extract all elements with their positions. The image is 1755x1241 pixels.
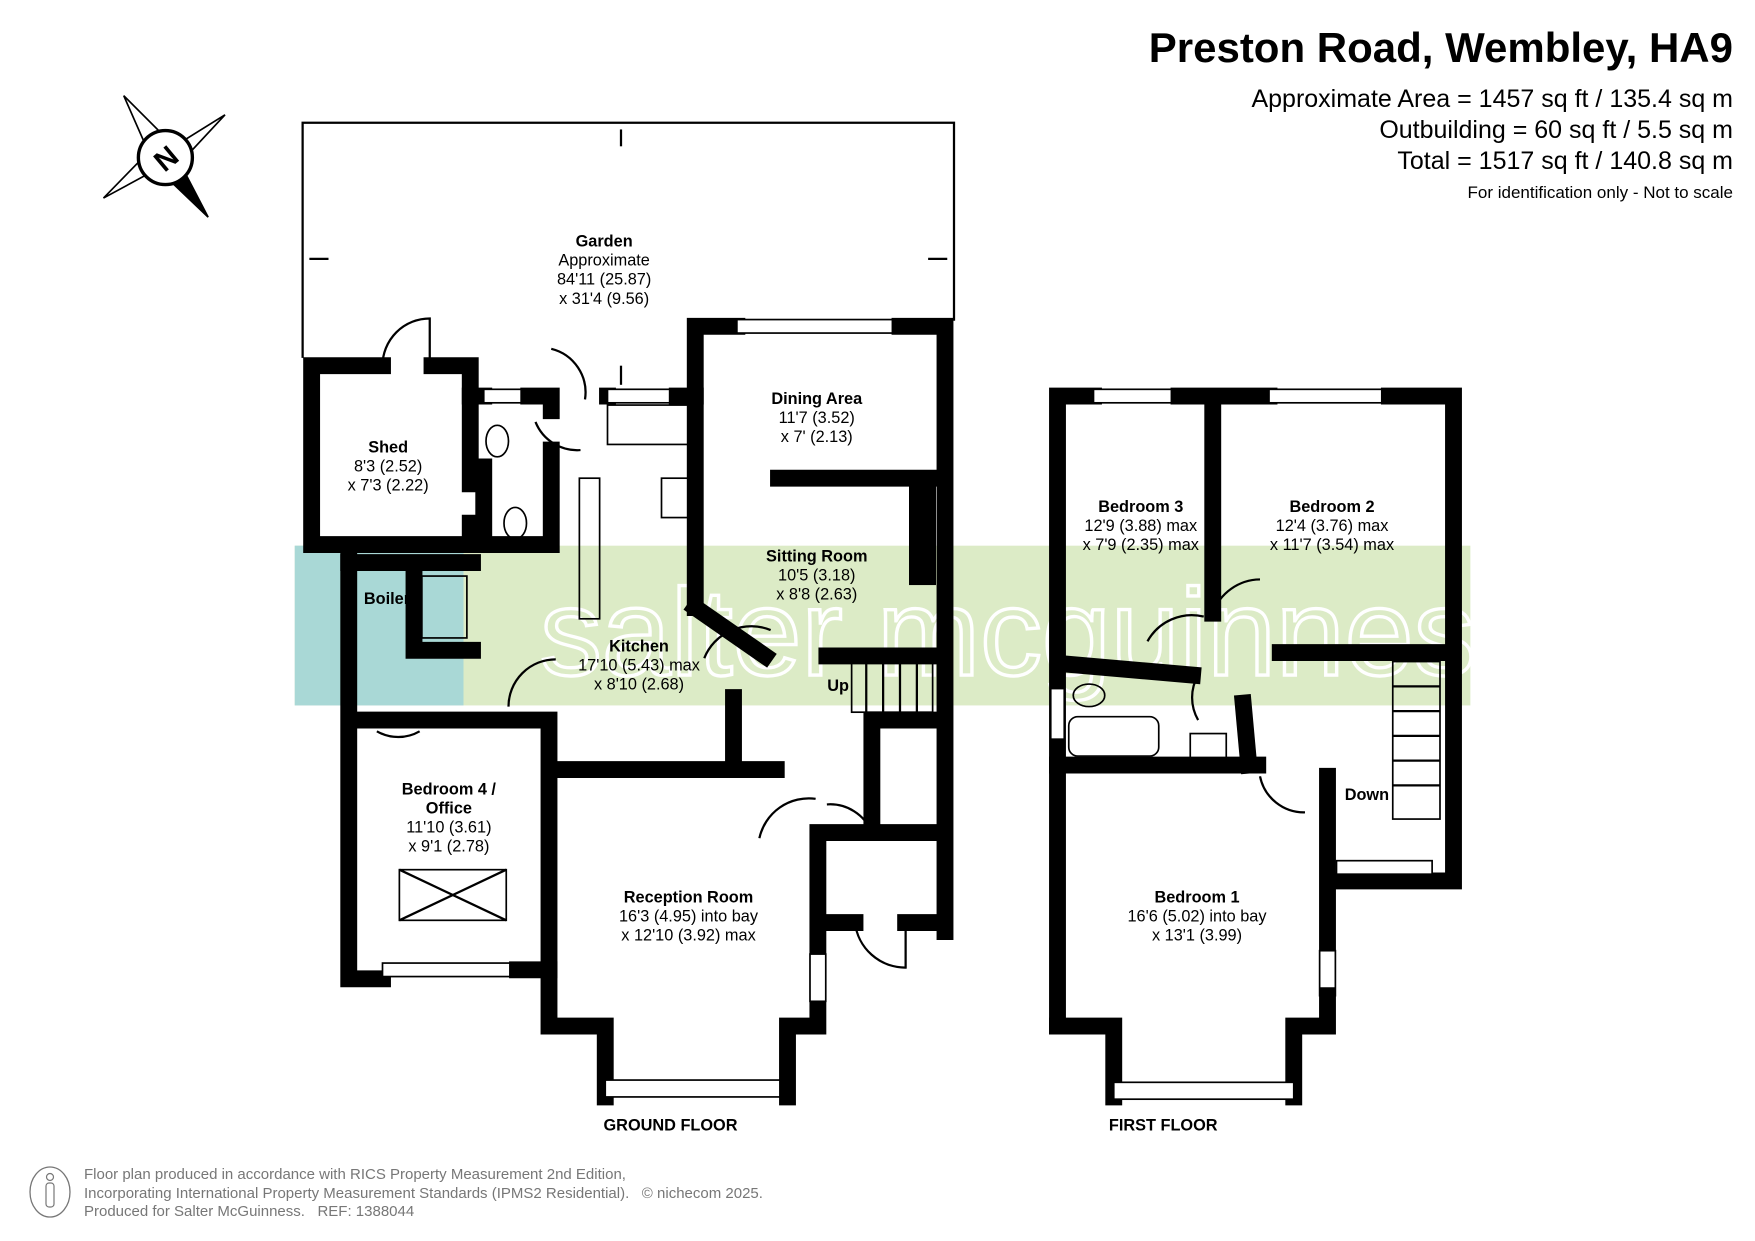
svg-text:x 8'8 (2.63): x 8'8 (2.63) [776,586,857,604]
copyright: © nichecom 2025. [641,1184,763,1202]
person-icon [29,1166,71,1218]
stairs-down-label: Down [1345,786,1389,804]
first-floor-label: FIRST FLOOR [1109,1117,1218,1135]
svg-text:16'6 (5.02) into bay: 16'6 (5.02) into bay [1127,907,1267,925]
stairs-up-label: Up [827,677,849,695]
property-title: Preston Road, Wembley, HA9 [1148,24,1733,71]
footer-notice: Floor plan produced in accordance with R… [84,1166,763,1220]
room-garden: Garden [576,232,633,250]
room-dining-area: Dining Area [771,390,863,408]
svg-text:x 7' (2.13): x 7' (2.13) [781,428,853,446]
svg-text:84'11 (25.87): 84'11 (25.87) [557,271,651,289]
svg-text:x 9'1 (2.78): x 9'1 (2.78) [408,838,489,856]
svg-text:x 12'10 (3.92) max: x 12'10 (3.92) max [621,927,755,945]
room-bedroom-1: Bedroom 1 [1154,888,1239,906]
room-labels: Garden Approximate 84'11 (25.87) x 31'4 … [348,232,1394,1134]
room-sitting-room: Sitting Room [766,547,867,565]
svg-text:10'5 (3.18): 10'5 (3.18) [778,567,855,585]
room-boiler: Boiler [364,590,411,608]
total-area: Total = 1517 sq ft / 140.8 sq m [1397,147,1733,175]
svg-text:12'4 (3.76) max: 12'4 (3.76) max [1276,517,1389,535]
svg-text:Office: Office [426,799,472,817]
svg-text:x 7'9 (2.35) max: x 7'9 (2.35) max [1083,536,1199,554]
room-bedroom-3: Bedroom 3 [1098,498,1183,516]
stairs-ground [850,660,934,714]
svg-text:Approximate: Approximate [558,252,650,270]
svg-text:x 8'10 (2.68): x 8'10 (2.68) [594,676,684,694]
room-bedroom-2: Bedroom 2 [1289,498,1374,516]
room-shed: Shed [368,438,408,456]
svg-text:12'9 (3.88) max: 12'9 (3.88) max [1084,517,1197,535]
svg-text:17'10 (5.43) max: 17'10 (5.43) max [578,657,700,675]
svg-text:11'7 (3.52): 11'7 (3.52) [779,409,855,427]
first-floor-plan [1049,387,1462,1106]
reference: REF: 1388044 [317,1203,415,1220]
outbuilding-area: Outbuilding = 60 sq ft / 5.5 sq m [1379,116,1733,144]
scale-note: For identification only - Not to scale [1467,183,1733,202]
ground-floor-plan [301,121,956,1106]
room-reception: Reception Room [624,888,753,906]
room-bedroom-4: Bedroom 4 / [402,780,497,798]
svg-text:x 7'3 (2.22): x 7'3 (2.22) [348,477,429,495]
ground-floor-label: GROUND FLOOR [604,1117,738,1135]
compass-icon: N [102,95,226,218]
svg-text:x 11'7 (3.54) max: x 11'7 (3.54) max [1270,536,1394,554]
watermark: salter mcguinness [294,545,1539,706]
watermark-logo [294,545,464,706]
approximate-area: Approximate Area = 1457 sq ft / 135.4 sq… [1251,85,1733,113]
room-kitchen: Kitchen [609,637,669,655]
stairs-first [1391,660,1441,820]
svg-text:x 31'4 (9.56): x 31'4 (9.56) [559,290,649,308]
svg-text:16'3 (4.95) into bay: 16'3 (4.95) into bay [619,907,759,925]
watermark-text: salter mcguinness [540,564,1537,702]
svg-text:x 13'1 (3.99): x 13'1 (3.99) [1152,927,1242,945]
svg-text:11'10 (3.61): 11'10 (3.61) [406,819,491,837]
svg-text:8'3 (2.52): 8'3 (2.52) [354,457,422,475]
